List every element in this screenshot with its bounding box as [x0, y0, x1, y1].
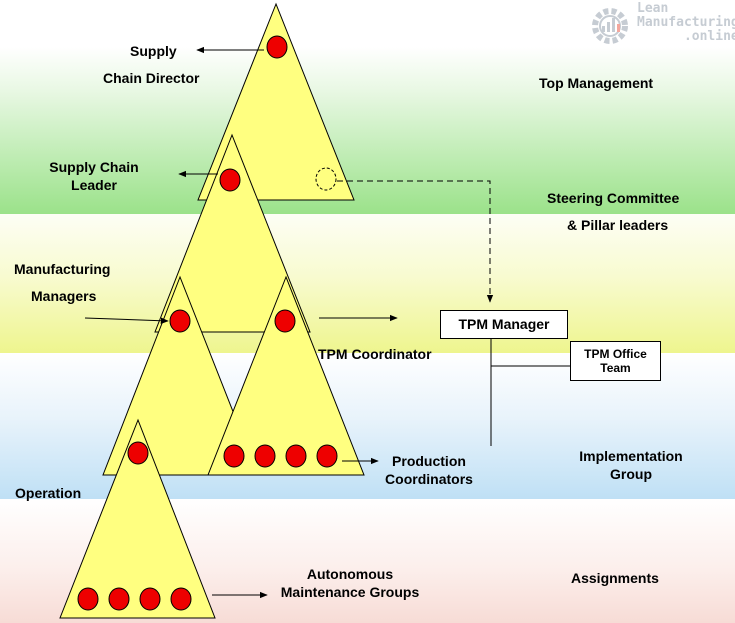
- label-implementation-line-2: Group: [610, 466, 652, 482]
- dot-maintenance-group-4: [170, 587, 192, 611]
- dot-production-coordinator-4: [316, 444, 338, 468]
- label-production-line-1: Production: [392, 453, 466, 469]
- label-implementation-line-1: Implementation: [579, 448, 683, 464]
- label-supply-chain-leader: Supply Chain Leader: [36, 158, 152, 194]
- dashed-connector-to-tpm-manager: [337, 180, 494, 303]
- triangle-supply-chain-leader: [154, 133, 311, 333]
- tpm-office-team-box: TPM Office Team: [570, 341, 661, 381]
- dot-production-coordinator-2: [254, 444, 276, 468]
- dot-manufacturing-manager: [169, 309, 191, 333]
- tpm-office-line-1: TPM Office: [584, 347, 647, 361]
- dot-maintenance-group-2: [108, 587, 130, 611]
- label-pillar-leaders: & Pillar leaders: [567, 217, 669, 233]
- dot-supply-chain-director: [266, 35, 288, 59]
- logo-line-2: Manufacturing: [637, 15, 735, 30]
- logo-text: Lean Manufacturing .online: [637, 2, 735, 44]
- band-steering: [0, 214, 735, 353]
- triangle-tpm-coordinator: [207, 275, 365, 476]
- tpm-manager-box: TPM Manager: [440, 310, 568, 339]
- logo-line-3: .online: [683, 29, 735, 44]
- triangle-operation: [59, 418, 216, 619]
- label-operation: Operation: [15, 485, 82, 501]
- dot-operation-leader: [127, 441, 149, 465]
- dot-production-coordinator-1: [223, 444, 245, 468]
- logo-line-1: Lean: [637, 1, 669, 16]
- label-tpm-coordinator: TPM Coordinator: [318, 346, 432, 362]
- label-production-line-2: Coordinators: [385, 471, 473, 487]
- triangle-manufacturing-manager: [102, 275, 259, 476]
- label-chain-director: Chain Director: [103, 70, 200, 86]
- gear-chart-icon: [592, 8, 628, 44]
- tpm-manager-label: TPM Manager: [458, 316, 550, 332]
- dot-production-coordinator-3: [285, 444, 307, 468]
- dot-maintenance-group-1: [77, 587, 99, 611]
- label-production-coordinators: Production Coordinators: [377, 452, 481, 488]
- label-steering-committee: Steering Committee: [547, 190, 680, 206]
- label-assignments: Assignments: [571, 570, 659, 586]
- label-autonomous-line-1: Autonomous: [306, 566, 394, 582]
- arrow-manufacturing-managers: [84, 317, 169, 324]
- label-managers: Managers: [31, 288, 97, 304]
- label-implementation-group: Implementation Group: [561, 447, 701, 483]
- label-supply: Supply: [130, 43, 177, 59]
- dot-tpm-coordinator: [274, 309, 296, 333]
- dot-maintenance-group-3: [139, 587, 161, 611]
- label-supply-chain-leader-line-2: Leader: [71, 177, 117, 193]
- label-manufacturing: Manufacturing: [14, 261, 111, 277]
- label-top-management: Top Management: [539, 75, 654, 91]
- lean-manufacturing-logo: Lean Manufacturing .online: [588, 0, 735, 52]
- label-autonomous-maintenance-groups: Autonomous Maintenance Groups: [270, 565, 430, 601]
- tpm-office-line-2: Team: [600, 361, 631, 375]
- label-supply-chain-leader-line-1: Supply Chain: [49, 159, 139, 175]
- dot-supply-chain-leader: [219, 168, 241, 192]
- dot-pillar-leader-dashed: [315, 167, 337, 191]
- label-autonomous-line-2: Maintenance Groups: [280, 584, 420, 600]
